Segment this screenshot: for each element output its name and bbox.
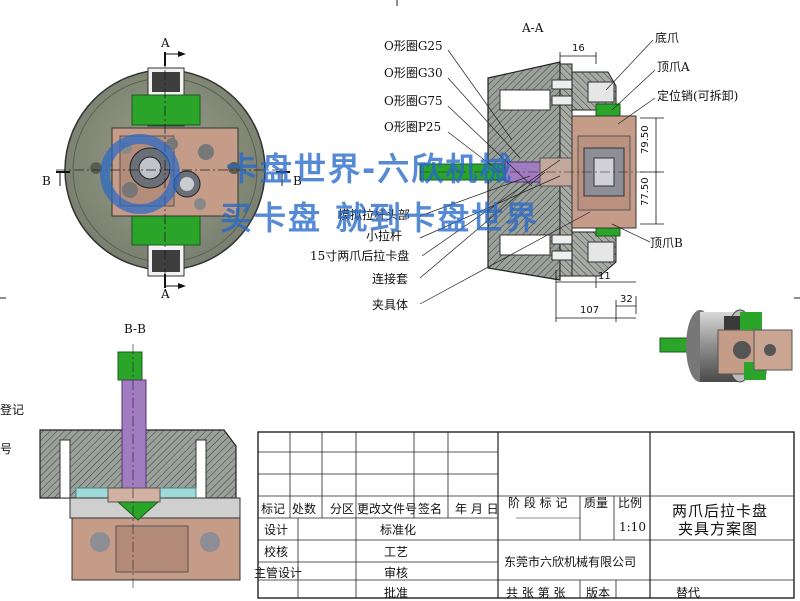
tb-stage: 阶 段 标 记 [508, 496, 568, 510]
dim-11: 11 [598, 271, 611, 282]
callout-base-jaw: 底爪 [655, 31, 680, 45]
section-bb-view [39, 344, 241, 590]
callout-top-jaw-b: 顶爪B [650, 236, 683, 250]
tb-zone: 分区 [330, 502, 355, 516]
dim-16: 16 [572, 43, 585, 54]
tb-version: 版本 [586, 586, 611, 600]
tb-review: 审核 [384, 566, 409, 580]
callout-oring-p25: O形圈P25 [384, 120, 442, 134]
edge-text-number: 号 [0, 442, 13, 456]
tb-date: 年 月 日 [455, 502, 499, 516]
tb-weight: 质量 [584, 496, 609, 510]
section-aa-view [419, 52, 664, 322]
callout-small-pull-rod: 小拉杆 [366, 229, 403, 243]
callout-oring-g75: O形圈G75 [384, 94, 443, 108]
tb-scale: 比例 [618, 496, 643, 510]
tb-company: 东莞市六欣机械有限公司 [504, 555, 637, 569]
callout-fixture-body: 夹具体 [372, 298, 409, 312]
watermark-line-2: 买卡盘 就到卡盘世界 [220, 199, 540, 237]
callout-top-jaw-a: 顶爪A [657, 60, 690, 74]
cut-b-left-label: B [42, 174, 51, 188]
callout-locating-pin: 定位销(可拆卸) [657, 89, 739, 103]
callout-adapter-sleeve: 连接套 [372, 272, 409, 286]
title-block-grid [257, 431, 795, 599]
tb-title-line-1: 两爪后拉卡盘 [672, 502, 769, 520]
tb-docno: 更改文件号 [357, 502, 418, 516]
callout-oring-g30: O形圈G30 [384, 66, 443, 80]
tb-count: 处数 [292, 502, 317, 516]
iso-view [659, 309, 793, 383]
watermark-line-1: 卡盘世界-六欣机械 [226, 150, 514, 188]
tb-mark: 标记 [261, 502, 286, 516]
tb-chief-design: 主管设计 [254, 566, 303, 580]
edge-text-register: 登记 [0, 403, 25, 417]
tb-standardize: 标准化 [380, 523, 417, 537]
tb-scale-value: 1:10 [619, 520, 646, 534]
cut-a-bottom-label: A [161, 287, 170, 301]
callout-oring-g25: O形圈G25 [384, 39, 443, 53]
dim-79-50: 79.50 [640, 125, 651, 154]
callout-chuck-15: 15寸两爪后拉卡盘 [310, 249, 410, 263]
dim-77-50: 77.50 [640, 177, 651, 206]
tb-replace: 替代 [676, 586, 701, 600]
section-bb-label: B-B [124, 322, 146, 336]
tb-title-line-2: 夹具方案图 [678, 520, 759, 538]
leader-lines [419, 39, 656, 305]
cut-a-top-label: A [161, 36, 170, 50]
tb-approve: 批准 [384, 586, 409, 600]
cut-b-right-label: B [293, 174, 302, 188]
tb-sheets: 共 张 第 张 [506, 586, 566, 600]
callout-sim-pull-head: 模拟拉杆头部 [338, 208, 411, 222]
dim-32: 32 [620, 294, 633, 305]
dim-107: 107 [580, 305, 600, 316]
tb-process: 工艺 [384, 545, 409, 559]
watermark-logo-icon [100, 134, 180, 214]
tb-design: 设计 [264, 523, 289, 537]
sheet-borders [0, 0, 800, 299]
section-aa-label: A-A [522, 21, 544, 35]
tb-check: 校核 [264, 545, 289, 559]
tb-sign: 签名 [418, 502, 443, 516]
